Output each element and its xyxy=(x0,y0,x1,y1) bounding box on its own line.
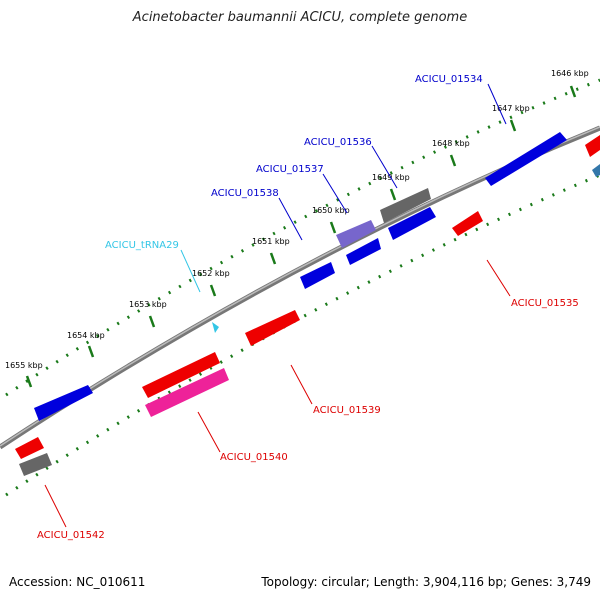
outer-ruler xyxy=(5,78,600,397)
gene-label[interactable]: ACICU_01534 xyxy=(415,74,483,85)
accession-text: Accession: NC_010611 xyxy=(9,575,146,589)
genome-title: Acinetobacter baumannii ACICU, complete … xyxy=(132,10,468,25)
gene-label[interactable]: ACICU_tRNA29 xyxy=(105,240,179,251)
gene-block[interactable] xyxy=(15,437,44,459)
gene-block[interactable] xyxy=(142,352,220,398)
tick-label: 1651 kbp xyxy=(252,237,290,246)
tick-label: 1646 kbp xyxy=(551,69,589,78)
gene-block[interactable] xyxy=(34,385,93,421)
label-connectors xyxy=(44,83,511,528)
genome-backbone xyxy=(0,125,600,450)
gene-block[interactable] xyxy=(19,453,52,476)
gene-block[interactable] xyxy=(592,164,600,177)
gene-label[interactable]: ACICU_01536 xyxy=(304,137,372,148)
tick-label: 1647 kbp xyxy=(492,104,530,113)
trna-marker[interactable] xyxy=(212,322,219,333)
gene-label[interactable]: ACICU_01537 xyxy=(256,164,324,175)
gene-block[interactable] xyxy=(245,310,300,346)
tick-label: 1652 kbp xyxy=(192,269,230,278)
gene-block[interactable] xyxy=(336,220,376,248)
gene-block[interactable] xyxy=(380,188,431,223)
gene-block[interactable] xyxy=(145,368,229,417)
gene-block[interactable] xyxy=(452,211,483,236)
gene-label[interactable]: ACICU_01538 xyxy=(211,188,279,199)
gene-label[interactable]: ACICU_01540 xyxy=(220,452,288,463)
tick-label: 1648 kbp xyxy=(432,139,470,148)
tick-label: 1655 kbp xyxy=(5,361,43,370)
gene-block[interactable] xyxy=(485,132,567,186)
gene-label[interactable]: ACICU_01539 xyxy=(313,405,381,416)
tick-label: 1654 kbp xyxy=(67,331,105,340)
forward-genes xyxy=(34,132,600,421)
tick-label: 1650 kbp xyxy=(312,206,350,215)
gene-label[interactable]: ACICU_01542 xyxy=(37,530,105,541)
gene-block[interactable] xyxy=(346,238,381,265)
gene-block[interactable] xyxy=(300,262,335,289)
genome-summary: Topology: circular; Length: 3,904,116 bp… xyxy=(261,575,591,589)
gene-block[interactable] xyxy=(585,135,600,157)
reverse-genes xyxy=(15,211,483,476)
ruler-ticks xyxy=(25,85,577,388)
tick-label: 1653 kbp xyxy=(129,300,167,309)
gene-label[interactable]: ACICU_01535 xyxy=(511,298,579,309)
gene-block[interactable] xyxy=(388,207,436,240)
